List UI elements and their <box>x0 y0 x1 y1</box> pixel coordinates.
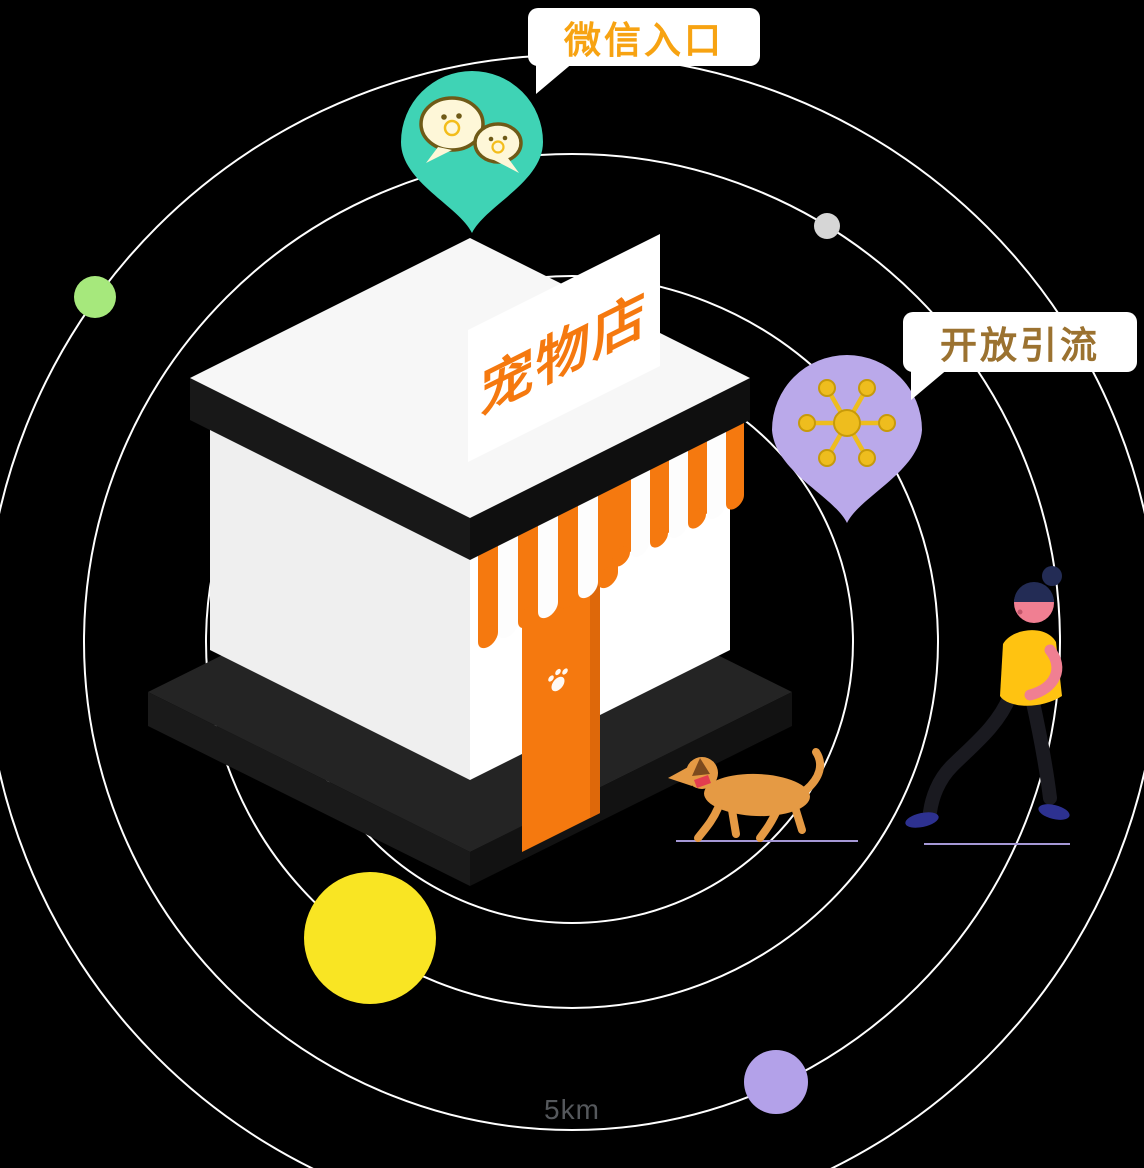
store-door <box>522 563 600 853</box>
paw-icon <box>548 668 568 692</box>
green-dot <box>74 276 116 318</box>
traffic-pin <box>772 355 922 523</box>
dog-collar <box>694 775 711 788</box>
wechat-icon <box>419 96 523 173</box>
store-front <box>478 411 744 853</box>
awning-left <box>478 474 618 649</box>
store-left-wall <box>210 425 470 780</box>
distance-label: 5km <box>544 1094 600 1125</box>
dog-walking <box>668 748 825 842</box>
callout-traffic-label: 开放引流 <box>940 325 1100 366</box>
yellow-dot <box>304 872 436 1004</box>
orbit-ring-2 <box>83 153 1061 1131</box>
orbit-ring-3 <box>205 275 939 1009</box>
callout-wechat-entrance: 微信入口 <box>528 8 760 94</box>
man-walking <box>905 566 1070 828</box>
purple-dot <box>744 1050 808 1114</box>
awning-right <box>612 411 744 567</box>
wechat-pin <box>401 71 543 233</box>
gray-dot <box>814 213 840 239</box>
network-icon <box>798 379 896 467</box>
callout-open-traffic: 开放引流 <box>903 312 1137 400</box>
callout-wechat-label: 微信入口 <box>564 20 724 61</box>
